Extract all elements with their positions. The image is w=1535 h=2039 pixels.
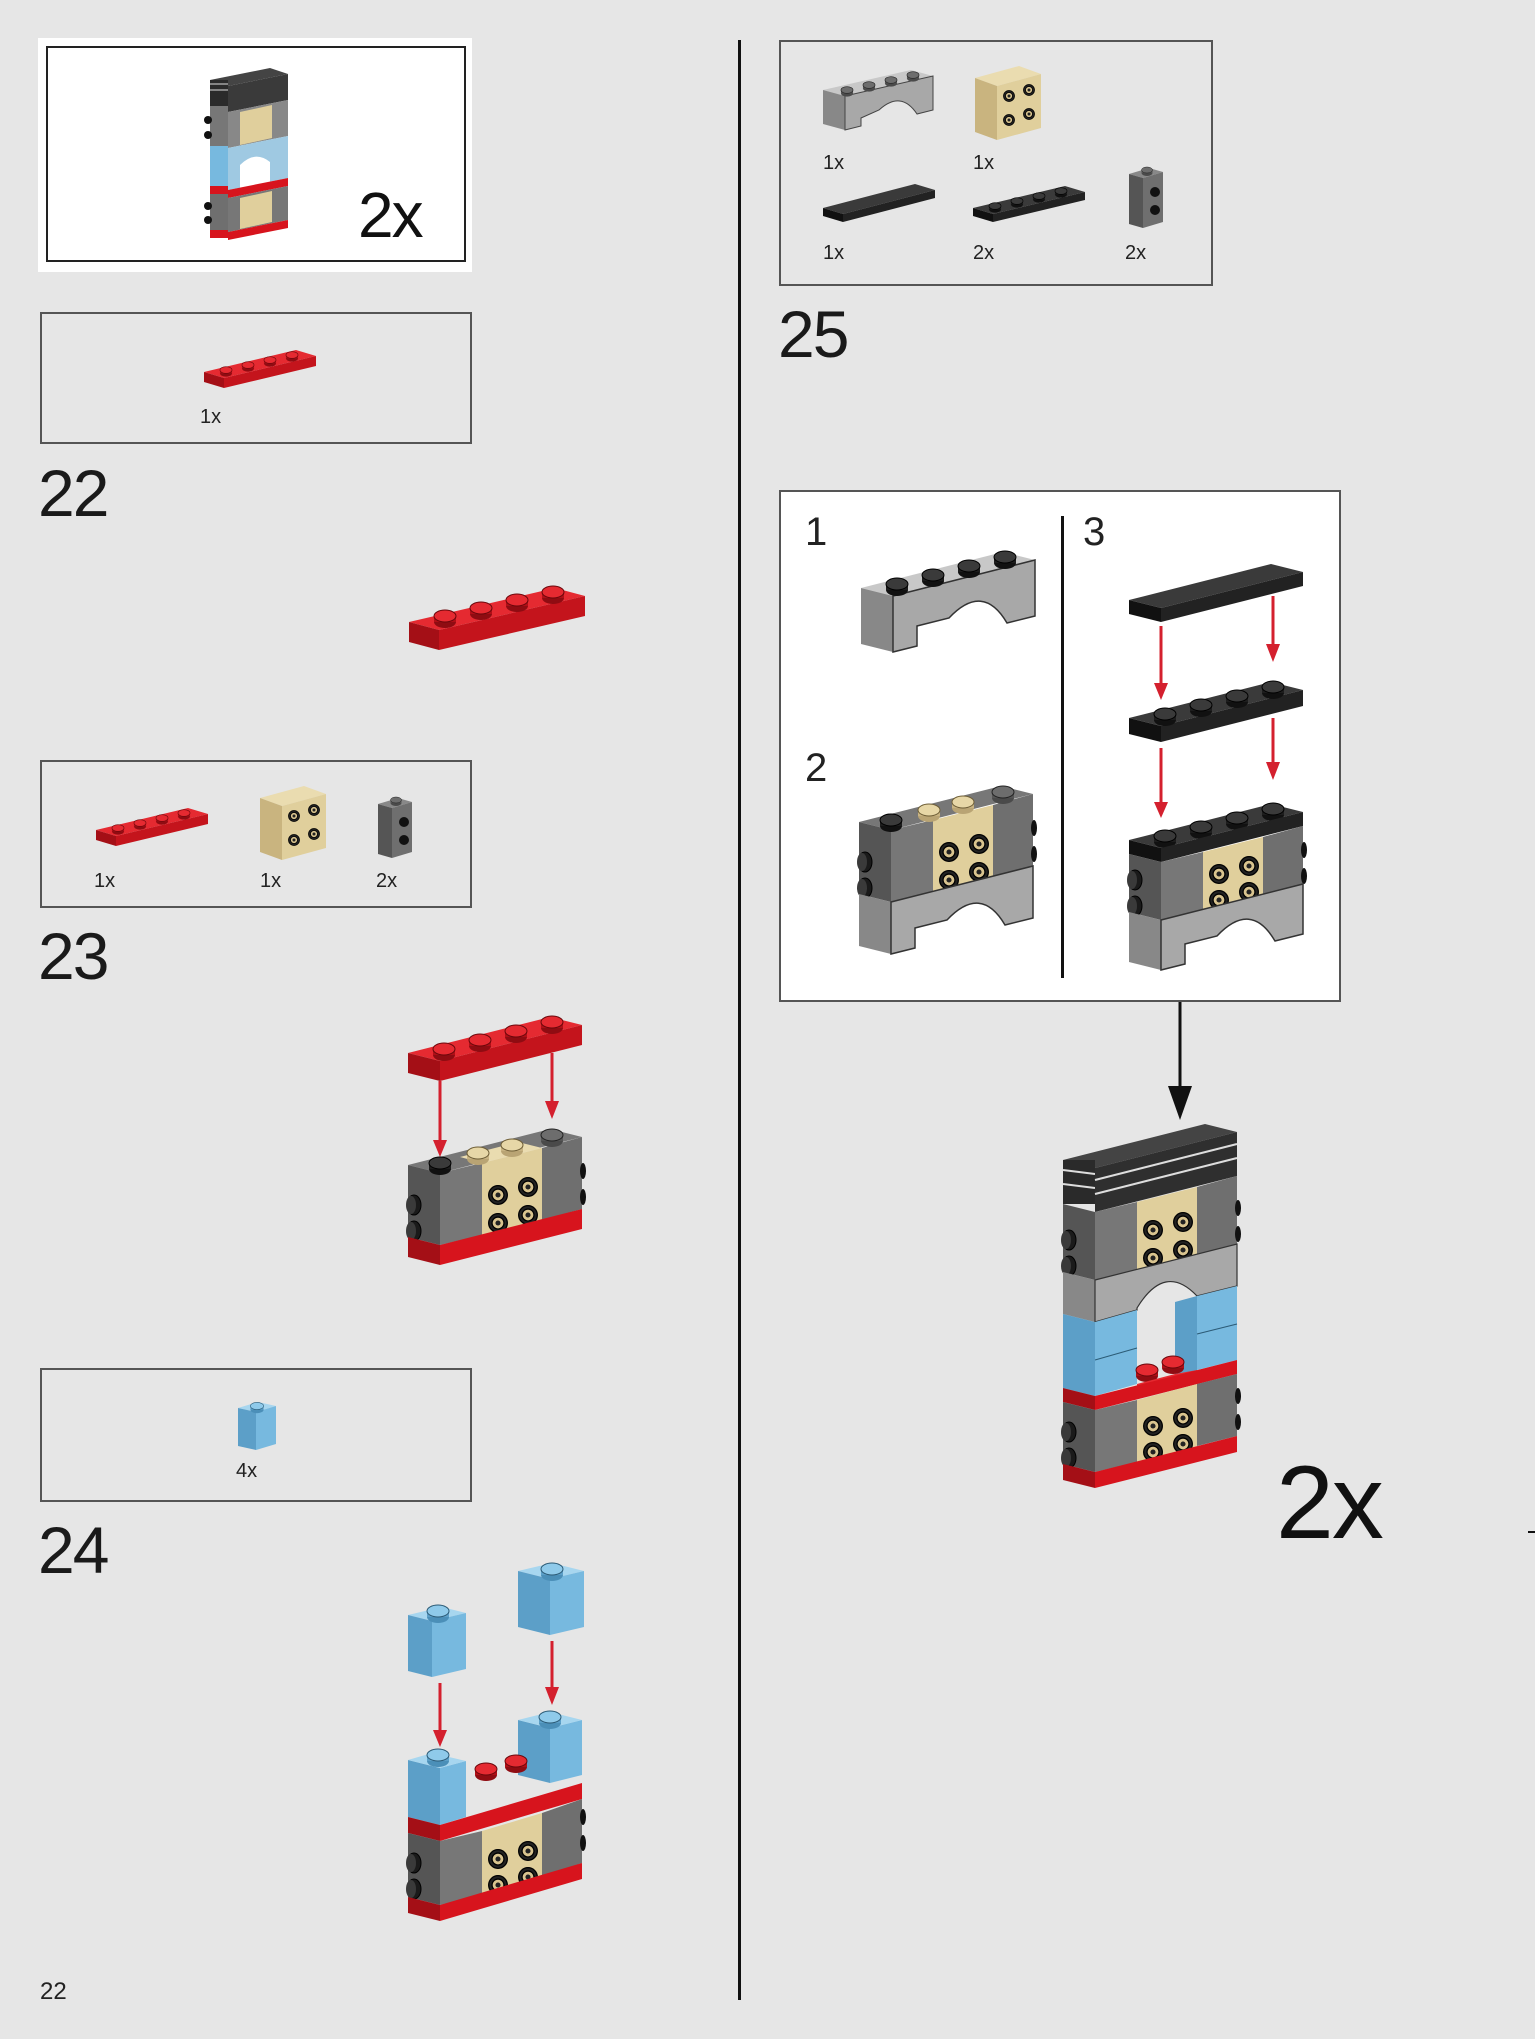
part-qty: 1x	[260, 870, 282, 892]
step-22-red-plate	[409, 585, 585, 650]
step-number-23: 23	[38, 919, 109, 993]
part-qty: 2x	[376, 870, 398, 892]
substep-2-arch-with-bricks	[856, 785, 1037, 955]
black-1x4-plate-icon	[973, 186, 1085, 222]
part-qty: 1x	[823, 152, 845, 174]
parts-list-step-24: 4x	[40, 1368, 472, 1502]
submodel-multiplier: 2x	[358, 179, 424, 251]
step-number-24: 24	[38, 1513, 109, 1587]
submodel-callout-frame	[46, 46, 466, 262]
column-divider	[738, 40, 741, 2000]
step-number-25: 25	[778, 297, 849, 371]
substep-number-1: 1	[805, 510, 828, 554]
black-1x4-tile-icon	[823, 184, 935, 222]
edge-tick	[1528, 1531, 1535, 1533]
part-qty: 4x	[236, 1460, 258, 1482]
part-qty: 1x	[823, 242, 845, 264]
parts-list-step-22: 1x	[40, 312, 472, 444]
gray-1x4-arch-icon	[823, 70, 934, 131]
submodel-thumbnail	[204, 68, 288, 240]
substep-number-3: 3	[1083, 510, 1106, 554]
parts-list-step-25: 1x 1x 1x 2x 2x	[779, 40, 1213, 286]
substeps-callout: 1 2 3	[779, 490, 1341, 1002]
step-24-assembly	[405, 1562, 586, 1921]
step-number-22: 22	[38, 456, 109, 530]
substep-1-gray-arch	[861, 550, 1036, 653]
dark-gray-1x1-brick-side-studs-icon	[378, 796, 412, 858]
submodel-callout: 2x	[38, 38, 472, 272]
part-qty: 2x	[973, 242, 995, 264]
substep-divider	[1061, 516, 1064, 978]
step-23-assembly	[405, 1015, 586, 1265]
part-qty: 2x	[1125, 242, 1147, 264]
red-1x4-plate-icon	[96, 808, 208, 846]
tan-2x2-brick-with-studs-icon	[975, 66, 1041, 140]
blue-1x1-brick-icon	[238, 1402, 276, 1450]
part-qty: 1x	[973, 152, 995, 174]
substep-3-assembly	[1126, 564, 1307, 971]
page-number: 22	[40, 1978, 67, 2005]
part-qty: 1x	[94, 870, 116, 892]
callout-to-result-arrow	[1168, 1002, 1192, 1120]
substep-number-2: 2	[805, 746, 828, 790]
parts-list-step-23: 1x 1x 2x	[40, 760, 472, 908]
red-1x4-plate-icon	[204, 350, 316, 388]
tan-2x2-brick-with-studs-icon	[260, 786, 326, 860]
step-25-result-column	[1060, 1124, 1241, 1488]
result-multiplier: 2x	[1276, 1445, 1384, 1561]
part-qty: 1x	[200, 406, 222, 428]
dark-gray-1x1-brick-side-studs-icon	[1129, 166, 1163, 228]
